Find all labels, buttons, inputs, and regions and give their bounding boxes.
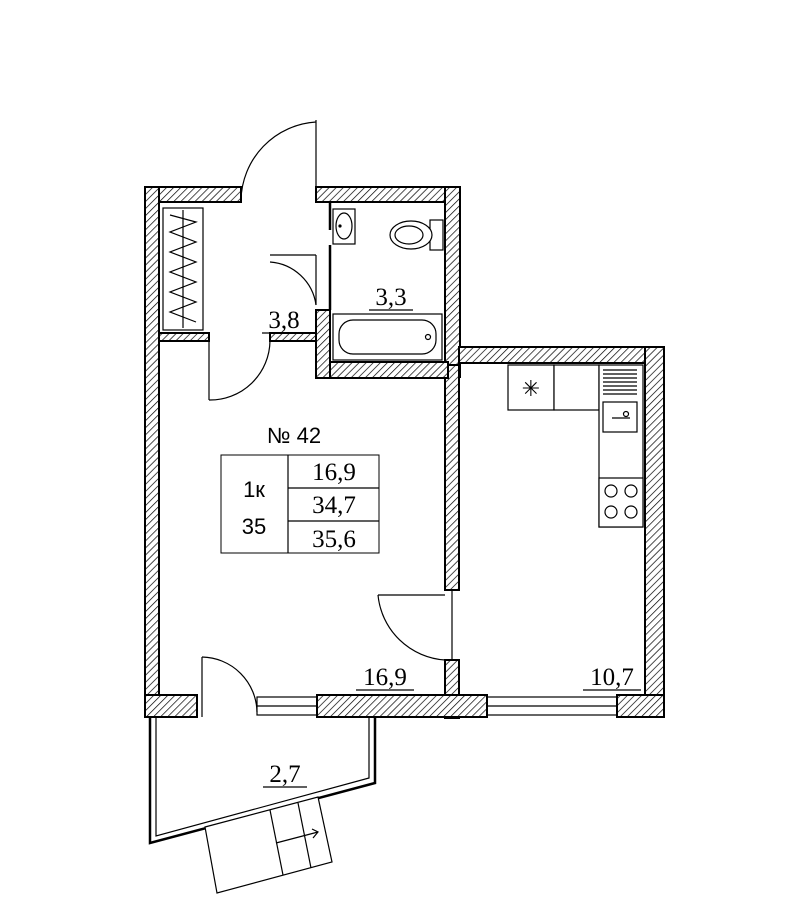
stove-icon <box>598 477 644 528</box>
balcony-area: 2,7 <box>269 761 300 788</box>
kitchen-sink-icon <box>602 401 638 433</box>
wall-partition-right <box>269 332 317 342</box>
wall-bottom-right <box>616 694 665 718</box>
balcony-stairs <box>204 796 333 894</box>
wall-bath-bottom <box>315 361 449 379</box>
hall-door <box>208 340 271 401</box>
fridge-icon <box>507 364 555 411</box>
balcony <box>148 717 377 894</box>
total-area: 34,7 <box>312 492 356 519</box>
room-type: 1к <box>243 477 265 502</box>
apartment-number: № 42 <box>267 423 321 448</box>
snowflake-icon: ✳ <box>522 377 540 402</box>
wall-kitchen-top <box>458 346 665 364</box>
wall-partition-left <box>158 332 210 342</box>
total-area-balcony: 35,6 <box>312 526 356 553</box>
hall-area: 3,8 <box>268 307 299 334</box>
kitchen-area: 10,7 <box>590 664 634 691</box>
wall-top-right <box>315 186 461 203</box>
wall-living-right <box>444 364 460 591</box>
living-area: 16,9 <box>312 459 356 486</box>
balcony-door <box>201 656 258 717</box>
kitchen-fixtures: ✳ <box>507 364 644 528</box>
bathroom-fixtures <box>269 202 444 361</box>
floor-number: 35 <box>242 514 266 539</box>
wall-left <box>144 186 160 698</box>
wall-bottom-left <box>144 694 198 718</box>
wall-bottom-middle <box>316 694 488 718</box>
wardrobe <box>162 207 204 331</box>
wall-kitchen-right <box>644 346 665 698</box>
wall-bath-left <box>315 309 331 379</box>
living-room-area: 16,9 <box>363 664 407 691</box>
living-kitchen-door <box>377 589 453 661</box>
apartment-info: № 42 1к 35 16,9 34,7 35,6 <box>220 423 380 554</box>
entrance-door <box>240 120 317 202</box>
wall-bath-right <box>444 186 461 378</box>
info-table <box>220 454 380 554</box>
walls <box>144 186 665 719</box>
room-labels: 3,8 3,3 16,9 10,7 2,7 <box>262 284 641 788</box>
bathroom-area: 3,3 <box>375 284 406 311</box>
dishwasher-icon <box>603 369 637 395</box>
